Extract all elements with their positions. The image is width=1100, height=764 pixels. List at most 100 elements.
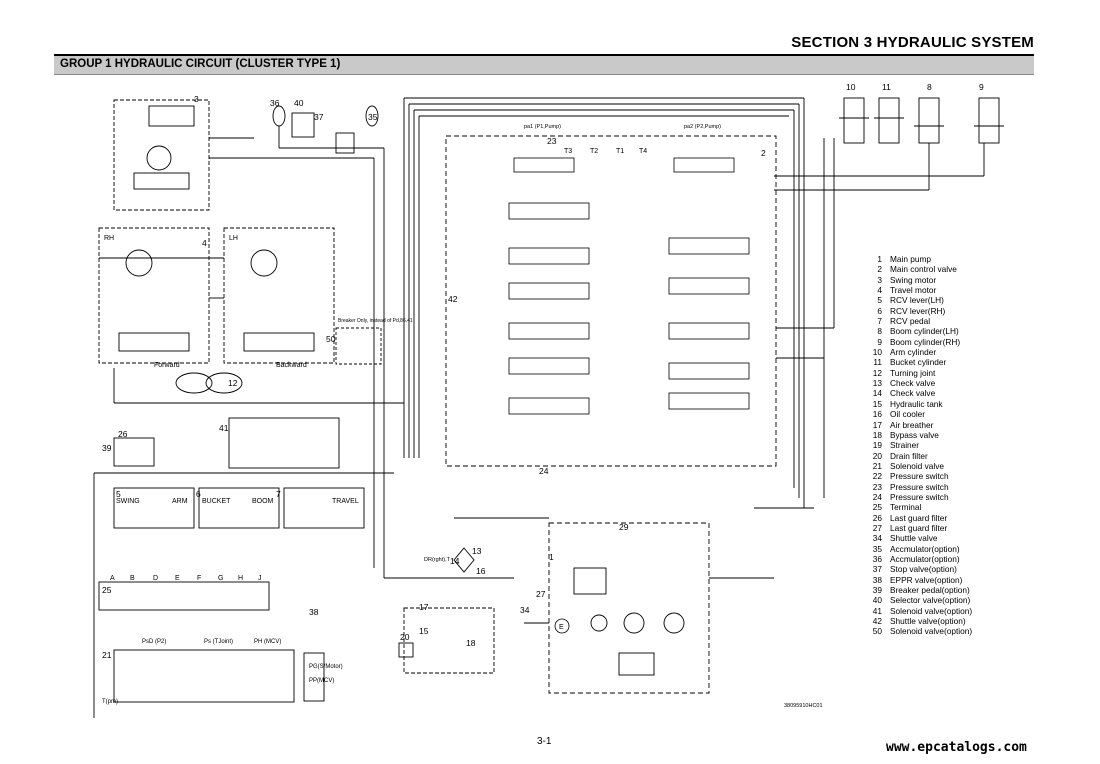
callout-11: 11 — [882, 82, 891, 92]
legend-number: 6 — [877, 305, 882, 316]
legend-label: Stop valve(option) — [890, 564, 957, 575]
label-drain: DR(rght),T — [424, 557, 451, 563]
legend-number: 42 — [872, 616, 882, 627]
legend-number: 8 — [877, 326, 882, 337]
label-rh: RH — [104, 235, 114, 242]
boom-cylinder-lh — [918, 97, 940, 144]
label-e: E — [559, 624, 564, 631]
callout-41: 41 — [219, 423, 229, 433]
legend-label: Main pump — [890, 254, 932, 264]
callout-18: 18 — [466, 638, 476, 648]
legend-row: 38 EPPR valve(option) — [862, 575, 1032, 585]
callout-50: 50 — [326, 334, 336, 344]
arm-cylinder — [843, 97, 865, 144]
legend-number: 14 — [872, 388, 882, 399]
legend-number: 21 — [872, 460, 882, 471]
legend-number: 25 — [872, 502, 882, 513]
travel-motor-lh — [223, 227, 335, 364]
callout-1: 1 — [549, 552, 554, 562]
legend-number: 41 — [872, 605, 882, 616]
label-swing: SWING — [116, 498, 140, 505]
legend-label: Swing motor — [890, 274, 937, 285]
callout-2: 2 — [761, 148, 766, 158]
solenoid-valve-block — [113, 649, 295, 703]
legend-label: Last guard filter — [890, 512, 948, 523]
terminal-d: D — [153, 575, 158, 582]
legend-number: 24 — [872, 491, 882, 502]
label-backward: Backward — [276, 362, 307, 369]
legend-row: 18 Bypass valve — [862, 430, 1032, 440]
callout-25: 25 — [102, 585, 112, 595]
callout-35: 35 — [368, 112, 378, 122]
legend-number: 22 — [872, 471, 882, 482]
callout-13: 13 — [472, 546, 482, 556]
label-t2: T2 — [590, 148, 598, 155]
callout-23: 23 — [547, 136, 557, 146]
watermark: www.epcatalogs.com — [886, 740, 1027, 755]
callout-9: 9 — [979, 82, 984, 92]
page-number: 3-1 — [537, 736, 552, 747]
legend-row: 41 Solenoid valve(option) — [862, 606, 1032, 616]
legend-label: Bucket cylinder — [890, 357, 947, 368]
terminal-block — [98, 581, 270, 611]
legend-label: RCV lever(LH) — [890, 295, 944, 306]
terminal-a: A — [110, 575, 115, 582]
callout-16: 16 — [476, 566, 486, 576]
legend-label: Terminal — [890, 502, 922, 513]
legend-number: 15 — [872, 398, 882, 409]
legend-label: Boom cylinder(LH) — [890, 326, 959, 337]
callout-5: 5 — [116, 489, 121, 499]
callout-3: 3 — [194, 94, 199, 104]
legend-number: 37 — [872, 564, 882, 575]
legend-number: 38 — [872, 574, 882, 585]
section-rule — [54, 54, 1034, 56]
legend-number: 11 — [873, 357, 882, 368]
legend-label: Check valve — [890, 388, 936, 399]
callout-34: 34 — [520, 605, 530, 615]
rcv-pedal — [283, 487, 365, 529]
legend-label: Shuttle valve — [890, 533, 938, 544]
breaker-pedal — [113, 437, 155, 467]
callout-39: 39 — [102, 443, 112, 453]
drain-filter — [398, 642, 414, 658]
terminal-g: G — [218, 575, 223, 582]
legend-label: Pressure switch — [890, 481, 949, 492]
legend-label: Solenoid valve(option) — [890, 605, 973, 616]
legend-number: 18 — [872, 429, 882, 440]
section-title: SECTION 3 HYDRAULIC SYSTEM — [791, 34, 1034, 51]
callout-4: 4 — [202, 238, 207, 248]
swing-motor-block — [113, 99, 210, 211]
main-control-valve — [445, 135, 777, 467]
legend-number: 5 — [877, 295, 882, 306]
legend-label: Drain filter — [890, 450, 928, 461]
callout-36: 36 — [270, 98, 280, 108]
label-travel: TRAVEL — [332, 498, 359, 505]
bucket-cylinder — [878, 97, 900, 144]
label-breaker: Breaker Only, instead of Pd,86,41 — [338, 318, 413, 324]
legend-number: 2 — [877, 264, 882, 275]
legend-label: Bypass valve — [890, 429, 939, 440]
label-ps: Ps (TJoint) — [204, 639, 233, 645]
legend-number: 19 — [872, 440, 882, 451]
travel-motor-rh — [98, 227, 210, 364]
callout-42: 42 — [448, 294, 458, 304]
legend-label: Hydraulic tank — [890, 398, 943, 409]
callout-24: 24 — [539, 466, 549, 476]
legend-label: EPPR valve(option) — [890, 574, 963, 585]
